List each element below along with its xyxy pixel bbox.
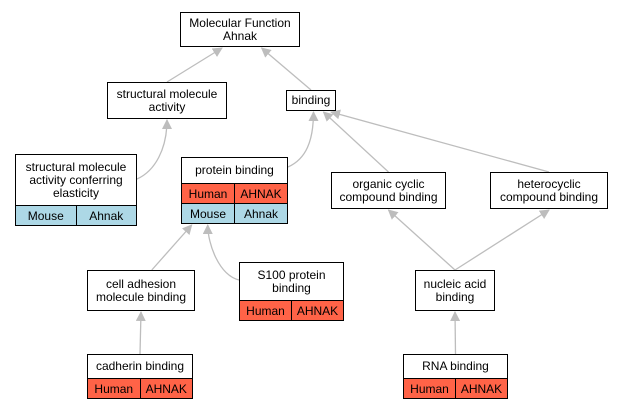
annotation-row: Human AHNAK [182, 183, 287, 203]
edge-nucleic-acid-to-heterocyclic [454, 209, 550, 271]
edge-nucleic-acid-to-organic-cyclic [387, 209, 456, 271]
gene-cell: AHNAK [291, 301, 343, 320]
node-label: S100 protein binding [257, 267, 326, 295]
node-label: organic cyclic compound binding [339, 176, 438, 204]
node-label: binding [291, 93, 331, 107]
node-binding[interactable]: binding [286, 90, 336, 111]
gene-cell: AHNAK [139, 379, 193, 398]
node-label: cell adhesion molecule binding [95, 276, 187, 304]
species-cell: Mouse [189, 206, 227, 221]
node-nucleic-acid[interactable]: nucleic acid binding [415, 270, 495, 311]
edge-heterocyclic-to-binding [330, 109, 550, 173]
node-structural-molecule-activity[interactable]: structural molecule activity [107, 82, 227, 119]
node-label: structural molecule activity [116, 86, 218, 114]
edge-s100-to-protein-binding [202, 224, 240, 281]
species-cell: Human [246, 303, 285, 318]
species-cell: Mouse [27, 208, 64, 223]
gene-cell: AHNAK [234, 184, 287, 203]
node-heterocyclic[interactable]: heterocyclic compound binding [490, 172, 608, 209]
node-label: structural molecule activity conferring … [25, 159, 127, 200]
node-label: Molecular Function Ahnak [189, 15, 291, 43]
species-cell: Human [94, 381, 134, 396]
node-organic-cyclic[interactable]: organic cyclic compound binding [331, 172, 446, 209]
edge-rna-binding-to-nucleic-acid [450, 311, 461, 355]
node-structural-elasticity[interactable]: structural molecule activity conferring … [15, 154, 137, 226]
annotation-row: Mouse Ahnak [16, 205, 136, 225]
edge-cell-adhesion-to-protein-binding [151, 224, 193, 271]
annotation-row: Mouse Ahnak [182, 203, 287, 223]
edge-binding-to-mf-ahnak [260, 47, 312, 91]
node-label: cadherin binding [95, 359, 185, 373]
annotation-row: Human AHNAK [88, 378, 192, 398]
edge-structural-molecule-activity-to-mf-ahnak [166, 47, 223, 83]
species-cell: Human [410, 381, 449, 396]
gene-cell: AHNAK [455, 379, 507, 398]
edge-organic-cyclic-to-binding [322, 111, 389, 173]
annotation-row: Human AHNAK [240, 300, 343, 320]
gene-cell: Ahnak [75, 206, 137, 225]
node-label: nucleic acid binding [423, 276, 487, 304]
species-cell: Human [188, 186, 228, 201]
node-label: protein binding [195, 163, 274, 177]
node-cell-adhesion[interactable]: cell adhesion molecule binding [87, 270, 195, 311]
edge-cadherin-to-cell-adhesion [135, 311, 146, 355]
node-label: heterocyclic compound binding [499, 176, 599, 204]
edge-protein-binding-to-binding [287, 111, 319, 168]
node-mf-ahnak[interactable]: Molecular Function Ahnak [180, 12, 300, 47]
gene-cell: Ahnak [234, 204, 287, 223]
annotation-row: Human AHNAK [404, 378, 507, 398]
edge-structural-elasticity-to-structural-molecule-activity [136, 119, 172, 180]
node-label: RNA binding [422, 359, 489, 373]
